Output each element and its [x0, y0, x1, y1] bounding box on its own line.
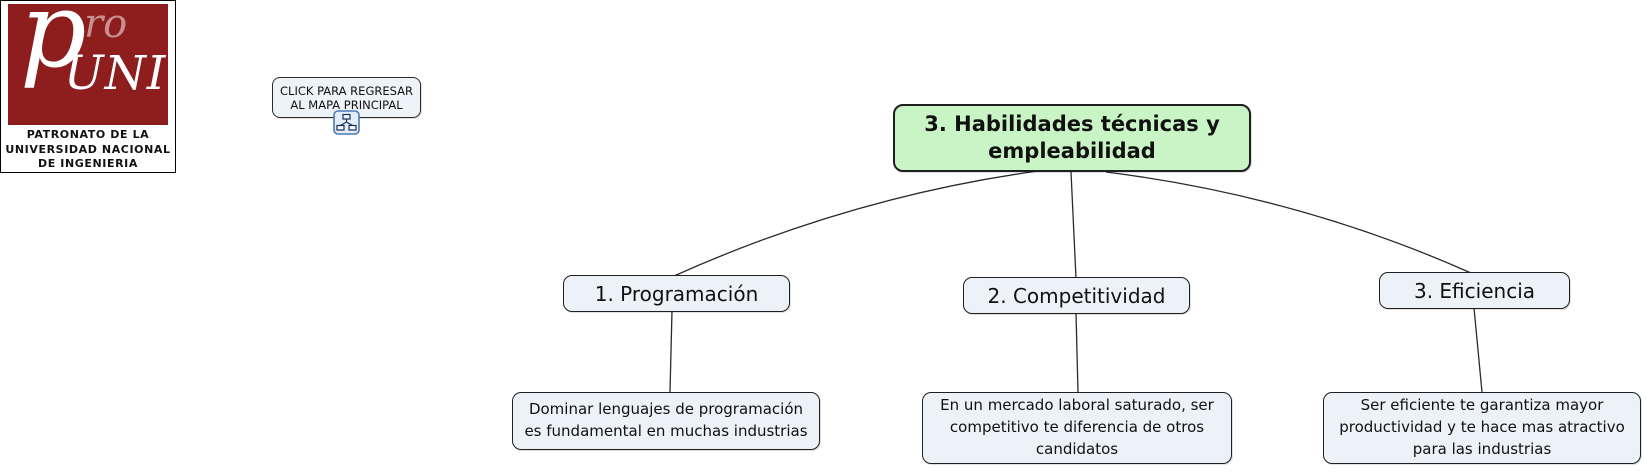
connector-branch1-leaf1	[1075, 312, 1079, 393]
concept-node-programacion-description[interactable]: Dominar lenguajes de programación es fun…	[512, 392, 820, 450]
logo-org-line3: DE INGENIERIA	[37, 157, 138, 170]
connector-branch0-leaf0	[669, 310, 673, 393]
logo-letters-ro: ro	[84, 4, 128, 47]
concept-map-icon[interactable]	[333, 110, 360, 135]
back-button-label-line2: AL MAPA PRINCIPAL	[290, 97, 403, 112]
back-button-label-line1: CLICK PARA REGRESAR	[280, 83, 413, 98]
prouni-logo: p ro UNI PATRONATO DE LA UNIVERSIDAD NAC…	[0, 0, 176, 173]
concept-node-root[interactable]: 3. Habilidades técnicas y empleabilidad	[893, 104, 1251, 172]
concept-node-eficiencia-description[interactable]: Ser eficiente te garantiza mayor product…	[1323, 392, 1641, 464]
concept-node-competitividad-description[interactable]: En un mercado laboral saturado, ser comp…	[922, 392, 1232, 464]
logo-org-line1: PATRONATO DE LA	[26, 128, 150, 141]
prouni-logo-mark: p ro UNI	[8, 4, 168, 125]
logo-org-name: PATRONATO DE LA UNIVERSIDAD NACIONAL DE …	[1, 128, 175, 172]
concept-node-programacion[interactable]: 1. Programación	[563, 275, 790, 312]
concept-node-eficiencia[interactable]: 3. Eficiencia	[1379, 272, 1570, 309]
connector-root-branch1	[1070, 171, 1077, 279]
connector-branch2-leaf2	[1473, 307, 1483, 393]
concept-node-competitividad[interactable]: 2. Competitividad	[963, 277, 1190, 314]
logo-letter-p: p	[20, 4, 87, 91]
logo-letters-uni: UNI	[64, 46, 167, 101]
logo-org-line2: UNIVERSIDAD NACIONAL	[5, 142, 171, 156]
connector-root-branch2	[1105, 171, 1472, 274]
connector-root-branch0	[673, 170, 1039, 277]
